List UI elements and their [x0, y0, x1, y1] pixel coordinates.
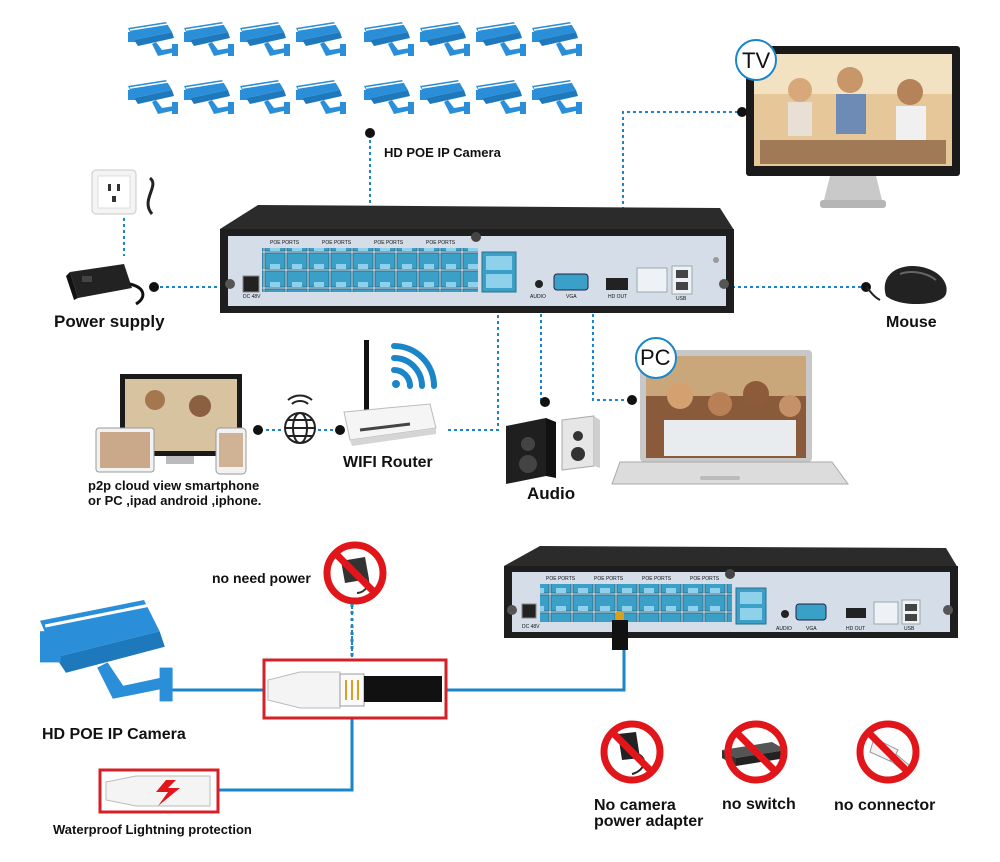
- cctv-camera-icon: [531, 21, 583, 57]
- cctv-camera-icon: [475, 79, 527, 115]
- camera-bottom-label: HD POE IP Camera: [42, 726, 186, 743]
- cctv-camera-icon: [419, 21, 471, 57]
- no-connector-prohibited: [860, 724, 916, 780]
- prohibited-icon: [327, 545, 383, 601]
- p2p-devices-icon: [95, 374, 247, 475]
- cctv-camera-icon: [127, 79, 179, 115]
- tv-monitor-icon: [735, 39, 960, 208]
- nvr-dc-label: DC 48V: [522, 624, 540, 630]
- nvr-audio-label: AUDIO: [776, 626, 792, 632]
- nvr-poe-label: POE PORTS: [426, 240, 456, 246]
- cctv-camera-icon: [295, 21, 347, 57]
- nvr-poe-label: POE PORTS: [642, 576, 672, 582]
- no-adapter-line2-label: power adapter: [594, 813, 704, 830]
- cctv-camera-icon: [419, 79, 471, 115]
- wall-socket-icon: [91, 169, 155, 215]
- no-switch-label: no switch: [722, 796, 796, 813]
- pc-label: PC: [640, 345, 671, 370]
- poe-cable-lines: [164, 632, 626, 792]
- no-need-power-label: no need power: [212, 570, 311, 586]
- cctv-camera-icon: [531, 79, 583, 115]
- nvr-dc-label: DC 48V: [243, 294, 261, 300]
- no-switch-prohibited: [722, 724, 786, 780]
- cctv-camera-icon: [363, 79, 415, 115]
- nvr-vga-label: VGA: [566, 294, 577, 300]
- lightning-icon: [156, 780, 180, 806]
- power-adapter-icon: [66, 264, 145, 306]
- wifi-router-label: WIFI Router: [343, 454, 433, 471]
- nvr-usb-label: USB: [904, 626, 915, 632]
- nvr-audio-label: AUDIO: [530, 294, 546, 300]
- cctv-camera-icon: [475, 21, 527, 57]
- cctv-camera-icon: [127, 21, 179, 57]
- nvr-hdout-label: HD OUT: [608, 294, 628, 300]
- audio-label: Audio: [527, 484, 576, 503]
- nvr-recorder-icon: [220, 205, 734, 313]
- cctv-camera-icon: [40, 600, 173, 702]
- nvr-vga-label: VGA: [806, 626, 817, 632]
- nvr-poe-label: POE PORTS: [322, 240, 352, 246]
- lightning-protection-icon: [98, 768, 220, 814]
- globe-icon: [284, 394, 316, 444]
- p2p-line1-label: p2p cloud view smartphone: [88, 478, 260, 493]
- prohibited-icon: [604, 724, 660, 780]
- mouse-icon: [865, 266, 947, 305]
- mouse-label: Mouse: [886, 314, 937, 331]
- nvr-poe-label: POE PORTS: [546, 576, 576, 582]
- rj45-connector-icon: [262, 658, 448, 720]
- no-adapter-line1-label: No camera: [594, 797, 676, 814]
- cctv-camera-icon: [295, 79, 347, 115]
- nvr-hdout-label: HD OUT: [846, 626, 866, 632]
- cctv-camera-icon: [183, 21, 235, 57]
- cctv-camera-icon: [183, 79, 235, 115]
- nvr-usb-label: USB: [676, 296, 687, 302]
- camera-top-label: HD POE IP Camera: [384, 145, 501, 160]
- camera-array: [127, 21, 583, 115]
- cctv-camera-icon: [239, 79, 291, 115]
- cctv-camera-icon: [363, 21, 415, 57]
- speakers-icon: [506, 415, 600, 484]
- tv-label: TV: [742, 48, 771, 73]
- nvr-poe-label: POE PORTS: [374, 240, 404, 246]
- nvr-recorder-icon: [504, 546, 958, 650]
- power-supply-label: Power supply: [54, 312, 165, 331]
- p2p-line2-label: or PC ,ipad android ,iphone.: [88, 493, 262, 508]
- nvr-poe-label: POE PORTS: [690, 576, 720, 582]
- nvr-poe-label: POE PORTS: [594, 576, 624, 582]
- laptop-pc-icon: [611, 337, 849, 485]
- wifi-signal-icon: [391, 343, 437, 389]
- wifi-router-icon: [343, 340, 437, 446]
- nvr-poe-label: POE PORTS: [270, 240, 300, 246]
- cctv-camera-icon: [239, 21, 291, 57]
- no-connector-label: no connector: [834, 797, 936, 814]
- waterproof-label: Waterproof Lightning protection: [53, 822, 252, 837]
- no-adapter-prohibited: [604, 724, 660, 780]
- prohibited-icon: [860, 724, 916, 780]
